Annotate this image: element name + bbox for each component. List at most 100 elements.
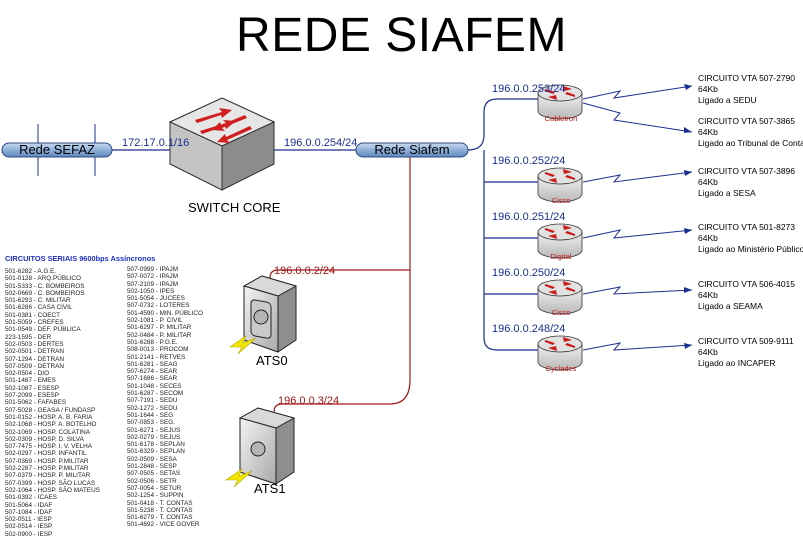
router-name: Cisco — [551, 196, 571, 205]
serial-list-item: 501-6271 - SEJUS — [127, 426, 181, 434]
bus-label-siafem: Rede Siafem — [374, 142, 450, 157]
serial-list-item: 502-1069 - HOSP. COLATINA — [5, 428, 91, 436]
server-ats0-icon — [242, 275, 298, 353]
router-name: Cabletron — [544, 114, 578, 123]
serial-list-item: 507-7191 - SEDU — [127, 397, 178, 405]
ip-label-router: 196.0.0.251/24 — [492, 211, 566, 223]
serial-list-item: 501-4590 - MIN. PÚBLICO — [127, 309, 204, 317]
serial-list-item: 501-1487 - EMES — [5, 377, 56, 385]
serial-list-item: 502-0900 - IESP — [5, 530, 53, 538]
ip-label-ats0: 196.0.0.2/24 — [274, 265, 336, 277]
router-name: Cisco — [551, 308, 571, 317]
serial-list-item: 502-0309 - HOSP. D. SILVA — [5, 435, 84, 443]
ip-label-router: 196.0.0.252/24 — [492, 155, 566, 167]
serial-list-item: 501-6297 - P. MILITAR — [127, 324, 192, 332]
router-icon — [537, 279, 583, 315]
serial-list-item: 501-6279 - T. CONTAS — [127, 514, 193, 522]
router-name: Cyclades — [545, 364, 577, 373]
serial-list-item: 502-1272 - SEDU — [127, 404, 178, 412]
serial-list-item: 501-0128 - ARQ.PÚBLICO — [5, 275, 82, 283]
serial-list-item: 501-5062 - FAFABES — [5, 399, 67, 407]
serial-list-item: 502-0484 - P. MILITAR — [127, 331, 192, 339]
ip-label-sefaz-link: 172.17.0.1/16 — [122, 137, 190, 149]
serial-list-item: 501-0152 - HOSP. A. B. FARIA — [5, 413, 93, 421]
serial-list-item: 502-1081 - P. CIVIL — [127, 317, 183, 325]
serial-list-item: 502-0501 - DETRAN — [5, 348, 64, 356]
serial-list-item: 508-0013 - PROCOM — [127, 346, 189, 354]
serial-list-item: 507-5028 - GEASA / FUNDASP — [5, 406, 96, 414]
serial-list-item: 501-0549 - DEF. PÚBLICA — [5, 326, 81, 334]
router-icon — [537, 335, 583, 371]
serial-list-item: 507-0999 - IPAJM — [127, 266, 179, 273]
serial-list-item: 502-0297 - HOSP. INFANTIL — [5, 450, 87, 458]
router-name: Digital — [550, 252, 572, 261]
serial-list-item: 501-2141 - RETVES — [127, 353, 186, 361]
serial-list-item: 507-0369 - HOSP. P.MILITAR — [5, 457, 89, 465]
serial-list-item: 501-5064 - IDAF — [5, 501, 53, 509]
routers — [537, 84, 583, 371]
serial-list-item: 501-2848 - SESP — [127, 463, 177, 471]
serial-list-item: 502-1087 - ESESP — [5, 384, 59, 392]
serial-list-item: 501-6286 - CASA CIVIL — [5, 304, 73, 312]
serial-list-item: 501-0392 - ICAES — [5, 494, 57, 502]
switch-core-icon — [168, 97, 276, 191]
serial-list-item: 502-1254 - SUPPIN — [127, 492, 184, 500]
lightning-icon — [229, 335, 257, 355]
serial-list-item: 507-0379 - HOSP. P. MILITAR — [5, 472, 91, 480]
serial-list-item: 501-1644 - SEG — [127, 411, 174, 419]
serial-list-item: 502-0279 - SEJUS — [127, 433, 181, 441]
lightning-icon — [225, 468, 253, 488]
server-ats1-icon — [238, 407, 296, 485]
router-icon — [537, 84, 583, 120]
server-label-ats1: ATS1 — [254, 481, 286, 496]
serial-list-item: 502-0506 - SETR — [127, 477, 177, 485]
serial-list-item: 502-2287 - HOSP. P.MILITAR — [5, 465, 89, 473]
ip-label-switch-link: 196.0.0.254/24 — [284, 137, 358, 149]
serial-list-item: 502-0514 - IESP — [5, 523, 53, 531]
serial-list-item: 507-2109 - IPAJM — [127, 280, 179, 288]
serial-list-item: 502-0669 - C. BOMBEIROS — [5, 289, 85, 297]
serial-list-item: 507-1084 - IDAF — [5, 508, 53, 516]
serial-list-item: 501-6282 - A.G.E. — [5, 268, 57, 275]
serial-list-item: 501-5238 - T. CONTAS — [127, 506, 193, 514]
serial-list-item: 501-4692 - VICE GOVER — [127, 521, 200, 529]
ip-label-router: 196.0.0.250/24 — [492, 267, 566, 279]
serial-list-column-1: 501-6282 - A.G.E.501-0128 - ARQ.PÚBLICO 5… — [5, 268, 100, 538]
page-title: REDE SIAFEM — [236, 9, 567, 62]
ip-label-router: 196.0.0.248/24 — [492, 323, 566, 335]
serial-list-item: 507-0399 - HOSP. SÃO LUCAS — [5, 479, 96, 487]
serial-list-item: 507-0732 - LOTERES — [127, 302, 190, 310]
serial-list-item: 502-1050 - IPES — [127, 287, 175, 295]
serial-list-item: 501-0418 - T. CONTAS — [127, 499, 193, 507]
serial-list-item: 502-0511 - IESP — [5, 516, 52, 524]
bus-label-sefaz: Rede SEFAZ — [19, 142, 95, 157]
serial-list-item: 501-6288 - P.G.E. — [127, 338, 178, 346]
serial-list-item: 502-1064 - HOSP. SÃO MATEUS — [5, 486, 100, 494]
serial-list-item: 507-0853 - SEG. — [127, 419, 175, 427]
serial-list-item: 501-6329 - SEPLAN — [127, 448, 185, 456]
serial-list-item: 501-6293 - C. MILITAR — [5, 297, 71, 305]
serial-list-item: 501-0381 - COECT — [5, 311, 61, 319]
serial-list-item: 501-1048 - SECES — [127, 382, 182, 390]
serial-list-item: 502-0503 - DERTES — [5, 340, 64, 348]
router-icon — [537, 167, 583, 203]
server-label-ats0: ATS0 — [256, 353, 288, 368]
serial-list-item: 507-0072 - IPAJM — [127, 273, 179, 281]
switch-core-label: SWITCH CORE — [188, 200, 281, 215]
serial-list-item: 507-0505 - SETAS — [127, 470, 181, 478]
serial-list-item: 502-0504 - DIO — [5, 370, 50, 378]
router-icon — [537, 223, 583, 259]
serial-list-item: 507-6274 - SEAR — [127, 368, 178, 376]
serial-list-item: 507-0054 - SETUR — [127, 484, 182, 492]
serial-list-item: 507-1686 - SEAR — [127, 375, 178, 383]
serial-list-item: 501-6281 - SEAG — [127, 360, 178, 368]
ip-label-router: 196.0.0.253/24 — [492, 83, 566, 95]
serial-list-item: 507-2099 - ESESP — [5, 392, 59, 400]
